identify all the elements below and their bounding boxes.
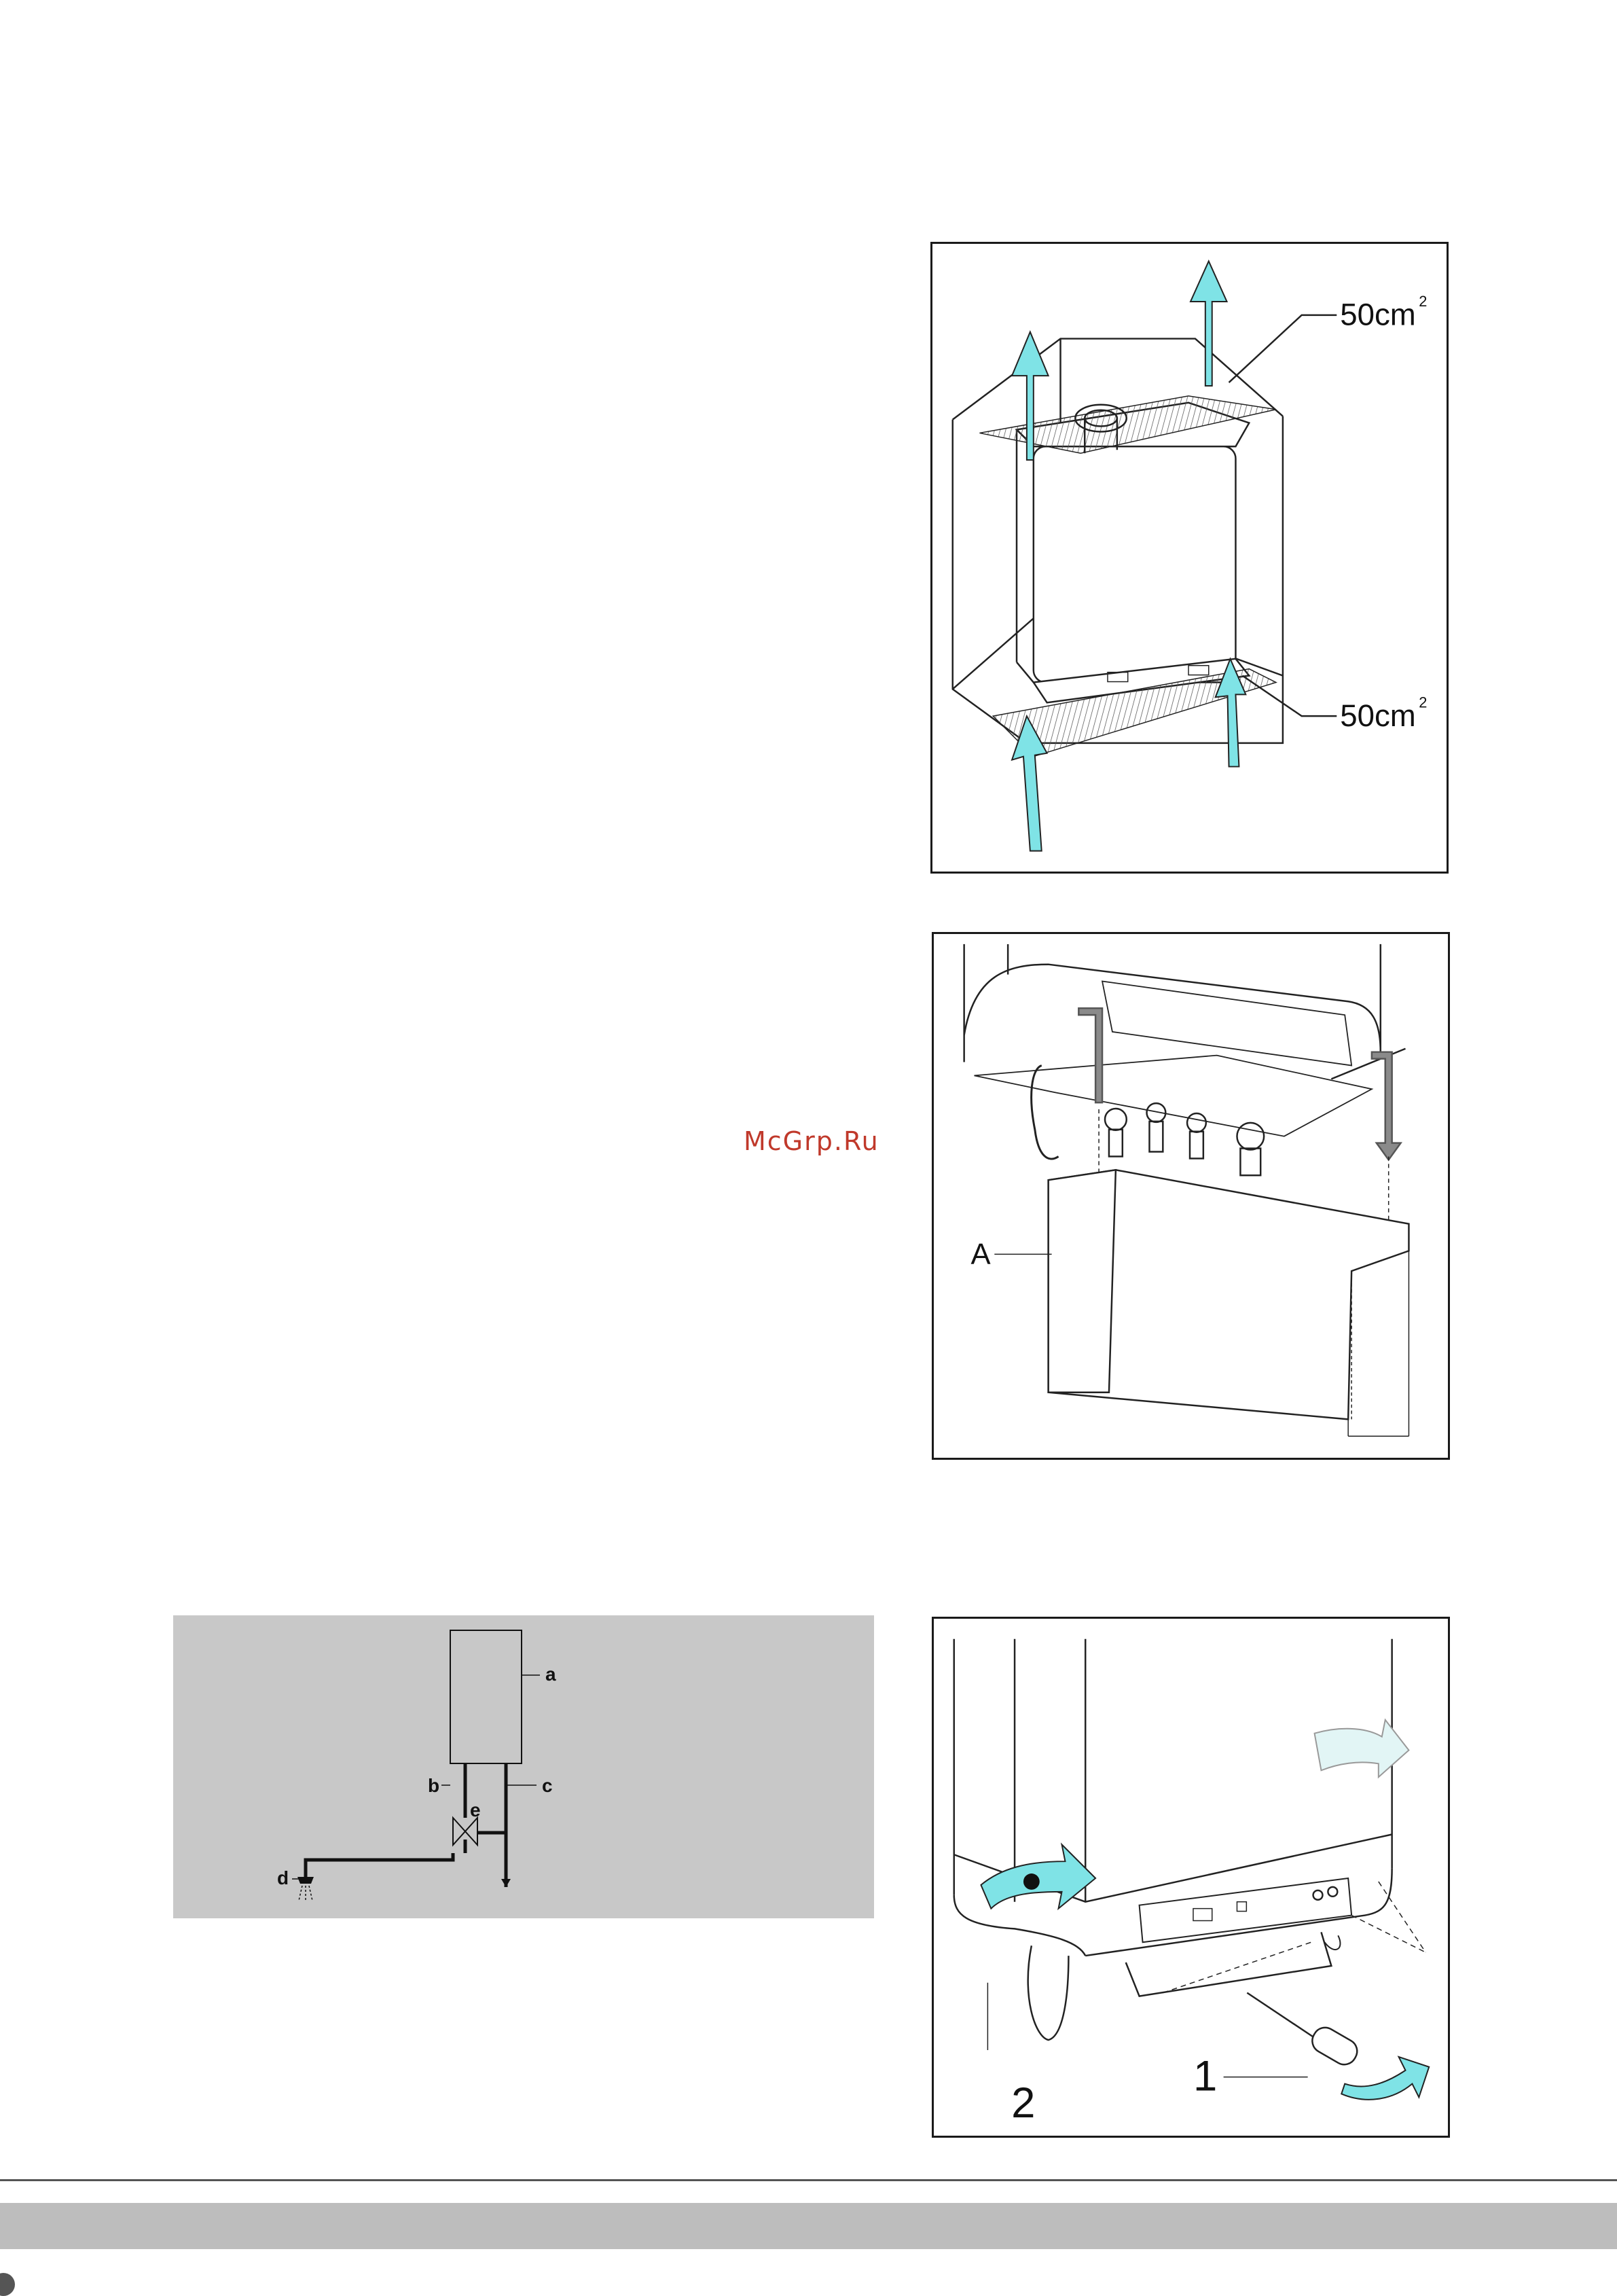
bottom-vent-label-sup: 2 <box>1419 694 1427 711</box>
rotate-arrow-right-faded <box>1315 1720 1409 1777</box>
ventilation-figure: 50cm 2 50cm 2 <box>930 242 1449 874</box>
panel-removal-figure: 2 1 <box>932 1617 1450 2138</box>
footer-corner-mark <box>0 2273 15 2296</box>
cover-figure: A <box>932 932 1450 1460</box>
airflow-arrow-up-right <box>1191 261 1227 386</box>
schematic-diagram: a b c d e <box>173 1615 874 1918</box>
top-vent-label: 50cm <box>1340 298 1416 332</box>
footer-rule <box>0 2179 1617 2181</box>
bottom-vent-label: 50cm <box>1340 698 1416 733</box>
schematic-label-d: d <box>277 1867 289 1888</box>
watermark: McGrp.Ru <box>744 1126 879 1156</box>
schematic-label-a: a <box>545 1664 556 1685</box>
top-vent-label-sup: 2 <box>1419 293 1427 310</box>
step-label-1: 1 <box>1193 2053 1217 2100</box>
ventilation-illustration: 50cm 2 50cm 2 <box>932 244 1447 872</box>
panel-removal-illustration: 2 1 <box>934 1619 1448 2136</box>
hydraulic-schematic: a b c d e <box>173 1615 874 1918</box>
cover-label-a: A <box>971 1238 992 1271</box>
rotate-arrow-screwdriver <box>1341 2057 1429 2100</box>
schematic-label-e: e <box>470 1799 481 1820</box>
footer-bar <box>0 2203 1617 2249</box>
schematic-label-b: b <box>428 1775 439 1796</box>
schematic-label-c: c <box>542 1775 553 1796</box>
step-label-2: 2 <box>1011 2079 1035 2127</box>
cover-illustration: A <box>934 934 1448 1458</box>
